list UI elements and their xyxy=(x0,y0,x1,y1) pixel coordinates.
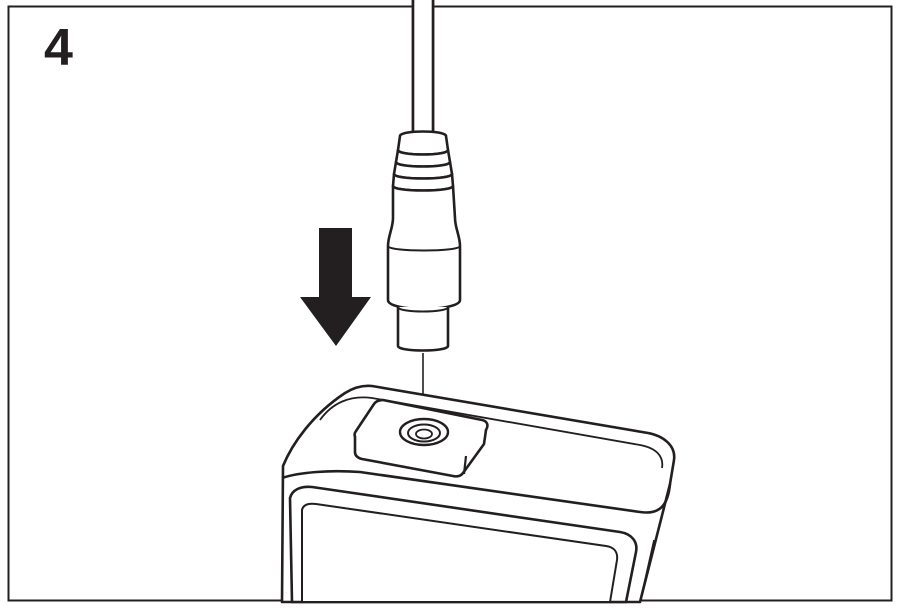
port-socket xyxy=(353,398,489,478)
down-arrow-icon xyxy=(300,228,371,346)
step-number: 4 xyxy=(44,19,73,77)
usb-cable-plug xyxy=(386,0,462,352)
